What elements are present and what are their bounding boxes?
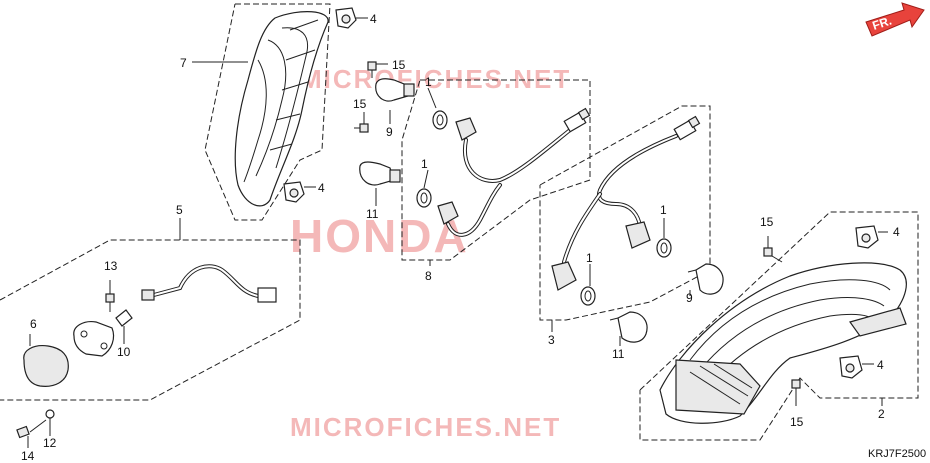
callout-15-top-b: 15 — [353, 97, 367, 111]
rear-harness-assembly — [539, 105, 724, 343]
front-direction-arrow: FR. — [865, 2, 925, 37]
callout-5: 5 — [176, 203, 183, 217]
watermark-site-bottom: MICROFICHES.NET — [290, 412, 561, 442]
callout-3: 3 — [548, 333, 555, 347]
callout-11-rear: 11 — [612, 347, 625, 361]
callout-6: 6 — [30, 317, 37, 331]
license-light-assembly — [0, 218, 301, 448]
front-harness-assembly — [359, 78, 591, 261]
callout-9-front: 9 — [386, 125, 393, 139]
callout-1-rear-lower: 1 — [586, 251, 593, 265]
callout-1-front-upper: 1 — [425, 75, 432, 89]
screw-rear-upper — [763, 236, 783, 263]
screw-rear-lower — [791, 379, 801, 406]
diagram-code: KRJ7F2500 — [868, 448, 926, 460]
callout-4-top-lower: 4 — [318, 181, 325, 195]
clip-rear-lower — [839, 355, 874, 379]
watermark-site-top: MICROFICHES.NET — [300, 64, 571, 94]
callout-15-top-a: 15 — [392, 58, 406, 72]
screw-top-a — [367, 61, 388, 78]
callout-9-rear: 9 — [686, 291, 693, 305]
clip-rear-upper — [855, 225, 888, 249]
callout-14: 14 — [21, 449, 35, 463]
watermark-brand: HONDA — [290, 210, 469, 262]
leader-lines — [49, 61, 883, 436]
callout-13: 13 — [104, 259, 118, 273]
rear-lamp-assembly — [639, 211, 919, 441]
callout-1-front-lower: 1 — [421, 157, 428, 171]
callout-2: 2 — [878, 407, 885, 421]
callout-11-front: 11 — [366, 207, 379, 221]
clip-top-lower — [283, 181, 316, 203]
callout-1-rear-upper: 1 — [660, 203, 667, 217]
clip-top-upper — [335, 7, 368, 29]
screw-top-b — [354, 112, 369, 133]
callout-12: 12 — [43, 436, 57, 450]
callout-15-rear-upper: 15 — [760, 215, 774, 229]
callout-4-rear-upper: 4 — [893, 225, 900, 239]
front-direction-label: FR. — [871, 14, 894, 33]
callout-7: 7 — [180, 56, 187, 70]
callout-4-top-upper: 4 — [370, 12, 377, 26]
front-lens-assembly — [204, 3, 331, 221]
callout-4-rear-lower: 4 — [877, 358, 884, 372]
callout-8: 8 — [425, 269, 432, 283]
callout-10: 10 — [117, 345, 131, 359]
callout-15-rear-lower: 15 — [790, 415, 804, 429]
